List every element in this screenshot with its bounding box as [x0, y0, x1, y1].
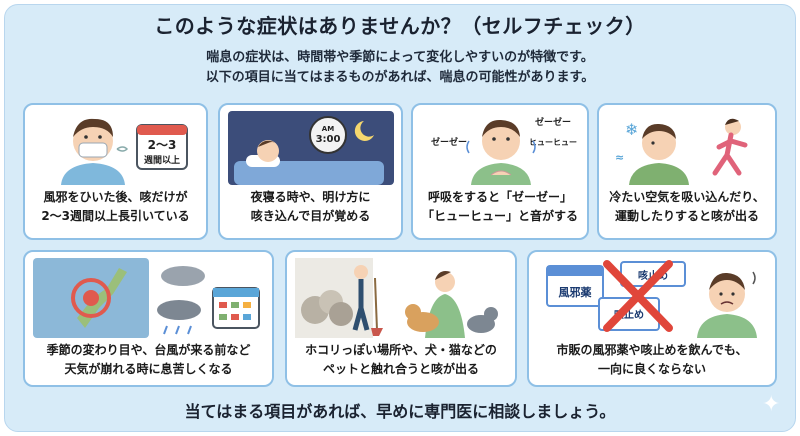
card-caption-line-1: 夜寝る時や、明け方に: [250, 190, 371, 204]
sparkle-icon: ✦: [762, 392, 781, 417]
card-caption-line-2: 2〜3週間以上長引いている: [41, 209, 190, 223]
symptom-card-medicine-ineffective: 風邪薬 咳止め 咳止め 市販の風邪薬や咳止めを飲んでも、 一向に良くならない: [527, 250, 777, 387]
dust-pets-icon: [295, 258, 498, 338]
card-caption-line-2: 「ヒューヒュー」と音がする: [421, 209, 578, 223]
symptom-card-wheezing: ゼーゼー ゼーゼー ヒューヒュー 呼吸をすると「ゼーゼー」 「ヒューヒュー」と音…: [411, 103, 589, 240]
symptom-card-lingering-cough: 2〜3 週間以上 風邪をひいた後、咳だけが 2〜3週間以上長引いている: [23, 103, 208, 240]
wheeze-breathing-icon: ゼーゼー ゼーゼー ヒューヒュー: [431, 116, 577, 185]
card-caption-line-2: 天気が崩れる時に息苦しくなる: [64, 362, 233, 376]
svg-text:≈: ≈: [615, 151, 624, 164]
wheeze-sound-right: ゼーゼー: [535, 116, 571, 128]
weather-typhoon-icon: [33, 258, 260, 338]
card-caption-line-1: ホコリっぽい場所や、犬・猫などの: [305, 343, 497, 357]
card-caption-line-1: 呼吸をすると「ゼーゼー」: [427, 190, 572, 204]
card-caption-line-1: 市販の風邪薬や咳止めを飲んでも、: [556, 343, 748, 357]
clock-badge-am: AM: [322, 125, 334, 133]
symptom-card-cold-air-exercise: ❄ ≈ 冷たい空気を吸い込んだり、 運動したりすると咳が出る: [597, 103, 777, 240]
page-title: このような症状はありませんか？（セルフチェック）: [154, 14, 646, 38]
card-caption-line-2: 運動したりすると咳が出る: [614, 209, 759, 223]
card-caption-line-2: ペットと触れ合うと咳が出る: [322, 362, 479, 376]
clock-badge-time: 3:00: [316, 134, 341, 145]
svg-text:❄: ❄: [625, 120, 638, 139]
card-caption-line-2: 咳き込んで目が覚める: [250, 209, 371, 223]
intro-line-2: 以下の項目に当てはまるものがあれば、喘息の可能性があります。: [205, 70, 595, 85]
calendar-badge-range: 2〜3: [148, 138, 177, 152]
footer-advice: 当てはまる項目があれば、早めに専門医に相談しましょう。: [184, 402, 616, 421]
wheeze-sound-left: ゼーゼー: [431, 136, 467, 148]
night-cough-alarm-icon: AM 3:00: [228, 111, 394, 185]
card-caption-line-1: 季節の変わり目や、台風が来る前など: [46, 343, 251, 357]
symptom-card-weather-change: 季節の変わり目や、台風が来る前など 天気が崩れる時に息苦しくなる: [23, 250, 274, 387]
symptom-card-night-cough: AM 3:00 夜寝る時や、明け方に 咳き込んで目が覚める: [218, 103, 403, 240]
medicine-not-working-icon: 風邪薬 咳止め 咳止め: [546, 260, 757, 338]
symptom-card-dust-pets: ホコリっぽい場所や、犬・猫などの ペットと触れ合うと咳が出る: [285, 250, 517, 387]
calendar-badge-unit: 週間以上: [144, 154, 180, 166]
cold-medicine-box-label: 風邪薬: [559, 285, 593, 299]
card-caption-line-1: 冷たい空気を吸い込んだり、: [609, 190, 765, 204]
intro-line-1: 喘息の症状は、時間帯や季節によって変化しやすいのが特徴です。: [206, 50, 594, 65]
whistle-sound-right: ヒューヒュー: [529, 138, 577, 147]
card-caption-line-1: 風邪をひいた後、咳だけが: [43, 190, 188, 204]
cough-mask-calendar-icon: 2〜3 週間以上: [61, 118, 188, 185]
card-caption-line-2: 一向に良くならない: [597, 362, 706, 376]
cold-air-running-icon: ❄ ≈: [615, 118, 748, 185]
